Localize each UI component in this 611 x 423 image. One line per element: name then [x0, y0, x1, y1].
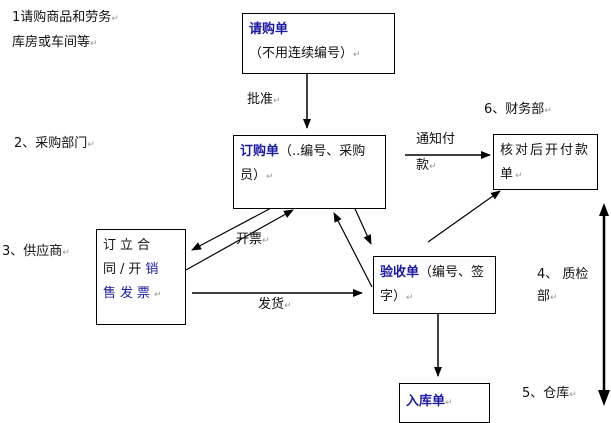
dept5-label: 5、仓库↵: [522, 386, 577, 401]
arrow-receiving-to-payment: [427, 190, 501, 243]
warehouse-entry-box: 入库单↵: [399, 383, 490, 423]
supplier-box: 订立合同/开销售发票↵: [96, 229, 186, 325]
payment-voucher-box: 核对后开付款单↵: [493, 134, 598, 190]
ship-edge-label: 发货↵: [258, 297, 292, 312]
dept4-label: 4、 质检部↵: [537, 267, 589, 304]
receiving-report-box: 验收单（编号、签字）↵: [373, 256, 496, 314]
requisition-box: 请购单（不用连续编号）↵: [242, 13, 395, 74]
dept3-label: 3、供应商↵: [2, 244, 70, 259]
dept2-label: 2、采购部门↵: [14, 136, 95, 151]
arrowhead-down: [598, 390, 610, 406]
notify-pay-edge-label: 通知付款↵: [416, 132, 456, 173]
arrow-invoice-to-order: [185, 209, 294, 271]
approve-edge-label: 批准↵: [247, 92, 281, 107]
invoice-edge-label: 开票↵: [236, 232, 270, 247]
arrow-order-to-supplier: [191, 205, 276, 251]
arrow-receiving-to-order: [333, 212, 373, 288]
dept1-label: 1请购商品和劳务↵库房或车间等↵: [12, 10, 119, 50]
purchase-order-box: 订购单（..编号、采购员）↵: [233, 135, 386, 209]
dept6-label: 6、财务部↵: [484, 102, 552, 117]
arrowhead-up: [599, 203, 609, 216]
